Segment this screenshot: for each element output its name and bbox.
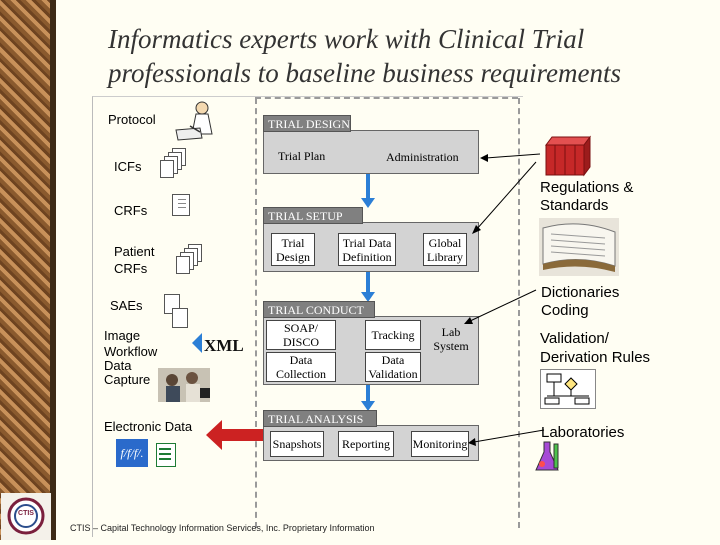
footer-text: CTIS – Capital Technology Information Se…	[70, 523, 375, 533]
image-label-line-2: Workflow	[104, 344, 158, 359]
diagram-frame	[92, 96, 523, 537]
trial-plan-label: Trial Plan	[278, 149, 326, 163]
dictionaries-label-line-2: Coding	[541, 302, 589, 319]
patient-crfs-label-line-1: Patient	[114, 244, 155, 259]
image-label-line-4: Capture	[104, 372, 151, 387]
lab-system-label: Lab System	[432, 325, 470, 353]
red-books-icon	[540, 133, 592, 177]
flow-arrow-conduct-to-analysis	[361, 385, 375, 411]
file-format-icon: f/f/f/.	[116, 439, 148, 467]
trial-design-section	[263, 130, 479, 174]
soap-line-1: SOAP/	[283, 321, 318, 335]
person-writing-icon	[172, 100, 218, 146]
laboratories-label: Laboratories	[541, 424, 625, 441]
dictionaries-label-line-1: Dictionaries	[541, 284, 620, 301]
validation-label-line-2: Derivation Rules	[540, 349, 651, 366]
tracking-box: Tracking	[365, 320, 421, 350]
flow-arrow-design-to-setup	[361, 174, 375, 208]
trial-setup-header: TRIAL SETUP	[263, 207, 363, 224]
lab-system-line-2: System	[433, 339, 469, 353]
monitoring-box: Monitoring	[411, 431, 469, 457]
slide-title: Informatics experts work with Clinical T…	[108, 22, 688, 90]
logo-text: CTIS	[18, 510, 34, 517]
right-connectors	[464, 153, 545, 446]
data-collection-box: Data Collection	[266, 352, 336, 382]
icfs-label: ICFs	[114, 159, 142, 174]
photo-people-at-computer	[158, 368, 210, 402]
output-red-arrow	[206, 418, 266, 452]
trial-conduct-header: TRIAL CONDUCT	[263, 301, 375, 318]
patient-crfs-label-line-2: CRFs	[114, 261, 148, 276]
dashed-divider-right	[518, 98, 520, 528]
trial-data-line-1: Trial Data	[342, 235, 392, 250]
image-label-line-1: Image	[104, 328, 141, 343]
spreadsheet-icon	[156, 443, 176, 467]
global-library-box: Global Library	[423, 233, 467, 266]
trial-design-line-1: Trial	[281, 235, 305, 250]
document-icon	[172, 194, 202, 224]
data-validation-box: Data Validation	[365, 352, 421, 382]
flow-arrow-setup-to-conduct	[361, 272, 375, 302]
global-library-line-1: Global	[428, 235, 462, 250]
regulations-label-line-2: Standards	[540, 197, 609, 214]
crfs-label: CRFs	[114, 203, 148, 218]
decorative-wood-bar	[0, 0, 56, 540]
title-line-2: professionals to baseline business requi…	[108, 58, 621, 88]
data-validation-line-1: Data	[381, 353, 405, 367]
open-book-icon	[539, 218, 619, 276]
data-collection-line-1: Data	[289, 353, 313, 367]
snapshots-box: Snapshots	[270, 431, 324, 457]
validation-label-line-1: Validation/	[540, 330, 609, 347]
ctis-logo: CTIS	[1, 493, 51, 540]
data-collection-line-2: Collection	[276, 367, 326, 381]
trial-analysis-header: TRIAL ANALYSIS	[263, 410, 377, 427]
flowchart-icon	[540, 369, 596, 409]
title-line-1: Informatics experts work with Clinical T…	[108, 24, 585, 54]
document-stack-icon	[176, 244, 206, 280]
reporting-box: Reporting	[338, 431, 394, 457]
document-stack-icon	[160, 148, 190, 184]
soap-line-2: DISCO	[282, 335, 319, 349]
electronic-data-label: Electronic Data	[104, 419, 193, 434]
image-label-line-3: Data	[104, 358, 132, 373]
xml-label: XML	[204, 336, 244, 355]
trial-design-header: TRIAL DESIGN	[263, 115, 351, 132]
lab-system-line-1: Lab	[441, 325, 461, 339]
trial-data-line-2: Definition	[342, 249, 392, 264]
document-pair-icon	[164, 294, 194, 334]
soap-disco-box: SOAP/ DISCO	[266, 320, 336, 350]
protocol-label: Protocol	[108, 112, 156, 127]
administration-label: Administration	[386, 150, 459, 164]
trial-design-line-2: Design	[276, 249, 310, 264]
regulations-label-line-1: Regulations &	[540, 179, 634, 196]
data-validation-line-2: Validation	[368, 367, 418, 381]
lab-flask-icon	[534, 440, 564, 474]
dashed-divider-top	[255, 97, 518, 99]
dashed-divider-left	[255, 98, 257, 528]
xml-arrow	[192, 331, 246, 355]
trial-design-box: Trial Design	[271, 233, 315, 266]
saes-label: SAEs	[110, 298, 143, 313]
trial-data-definition-box: Trial Data Definition	[338, 233, 396, 266]
global-library-line-2: Library	[427, 249, 463, 264]
